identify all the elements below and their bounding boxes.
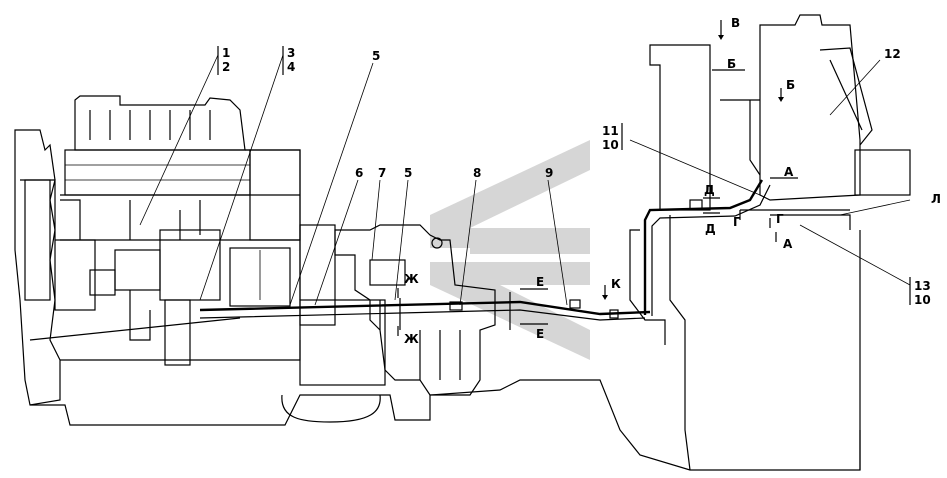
section-d-top: Д xyxy=(704,183,715,197)
callout-10-lower: 10 xyxy=(914,293,931,307)
section-d-bottom: Д xyxy=(705,222,716,236)
callout-4: 4 xyxy=(287,60,295,74)
section-g-right: Г xyxy=(776,212,784,226)
section-zh-top: Ж xyxy=(404,272,419,286)
transmission xyxy=(299,224,496,396)
callout-5-mid: 5 xyxy=(404,166,412,180)
fuel-lines xyxy=(29,179,850,341)
section-b-right: Б xyxy=(786,78,795,92)
section-l: Л xyxy=(931,192,941,206)
callout-10-upper: 10 xyxy=(602,138,619,152)
callout-5-top: 5 xyxy=(372,49,380,63)
callout-3: 3 xyxy=(287,46,295,60)
section-b-left: Б xyxy=(727,57,736,71)
section-e-top: Е xyxy=(536,275,544,289)
leader-lines xyxy=(139,54,911,306)
chassis-outline xyxy=(14,129,861,471)
section-e-bottom: Е xyxy=(536,327,544,341)
engine xyxy=(20,95,336,366)
section-k: К xyxy=(611,277,621,291)
callout-9: 9 xyxy=(545,166,553,180)
section-a-top: А xyxy=(784,165,794,179)
callout-12: 12 xyxy=(884,47,901,61)
callout-8: 8 xyxy=(473,166,481,180)
callout-13: 13 xyxy=(914,279,931,293)
cab-and-fuel-tank xyxy=(629,14,911,471)
section-g-left: Г xyxy=(733,215,741,229)
section-zh-bottom: Ж xyxy=(404,332,419,346)
callout-7: 7 xyxy=(378,166,386,180)
section-a-bottom: А xyxy=(783,237,793,251)
callout-1: 1 xyxy=(222,46,230,60)
section-arrows xyxy=(397,20,798,336)
callout-11: 11 xyxy=(602,124,619,138)
callout-separators xyxy=(217,46,911,305)
callout-6: 6 xyxy=(355,166,363,180)
section-v: В xyxy=(731,16,740,30)
callout-2: 2 xyxy=(222,60,230,74)
